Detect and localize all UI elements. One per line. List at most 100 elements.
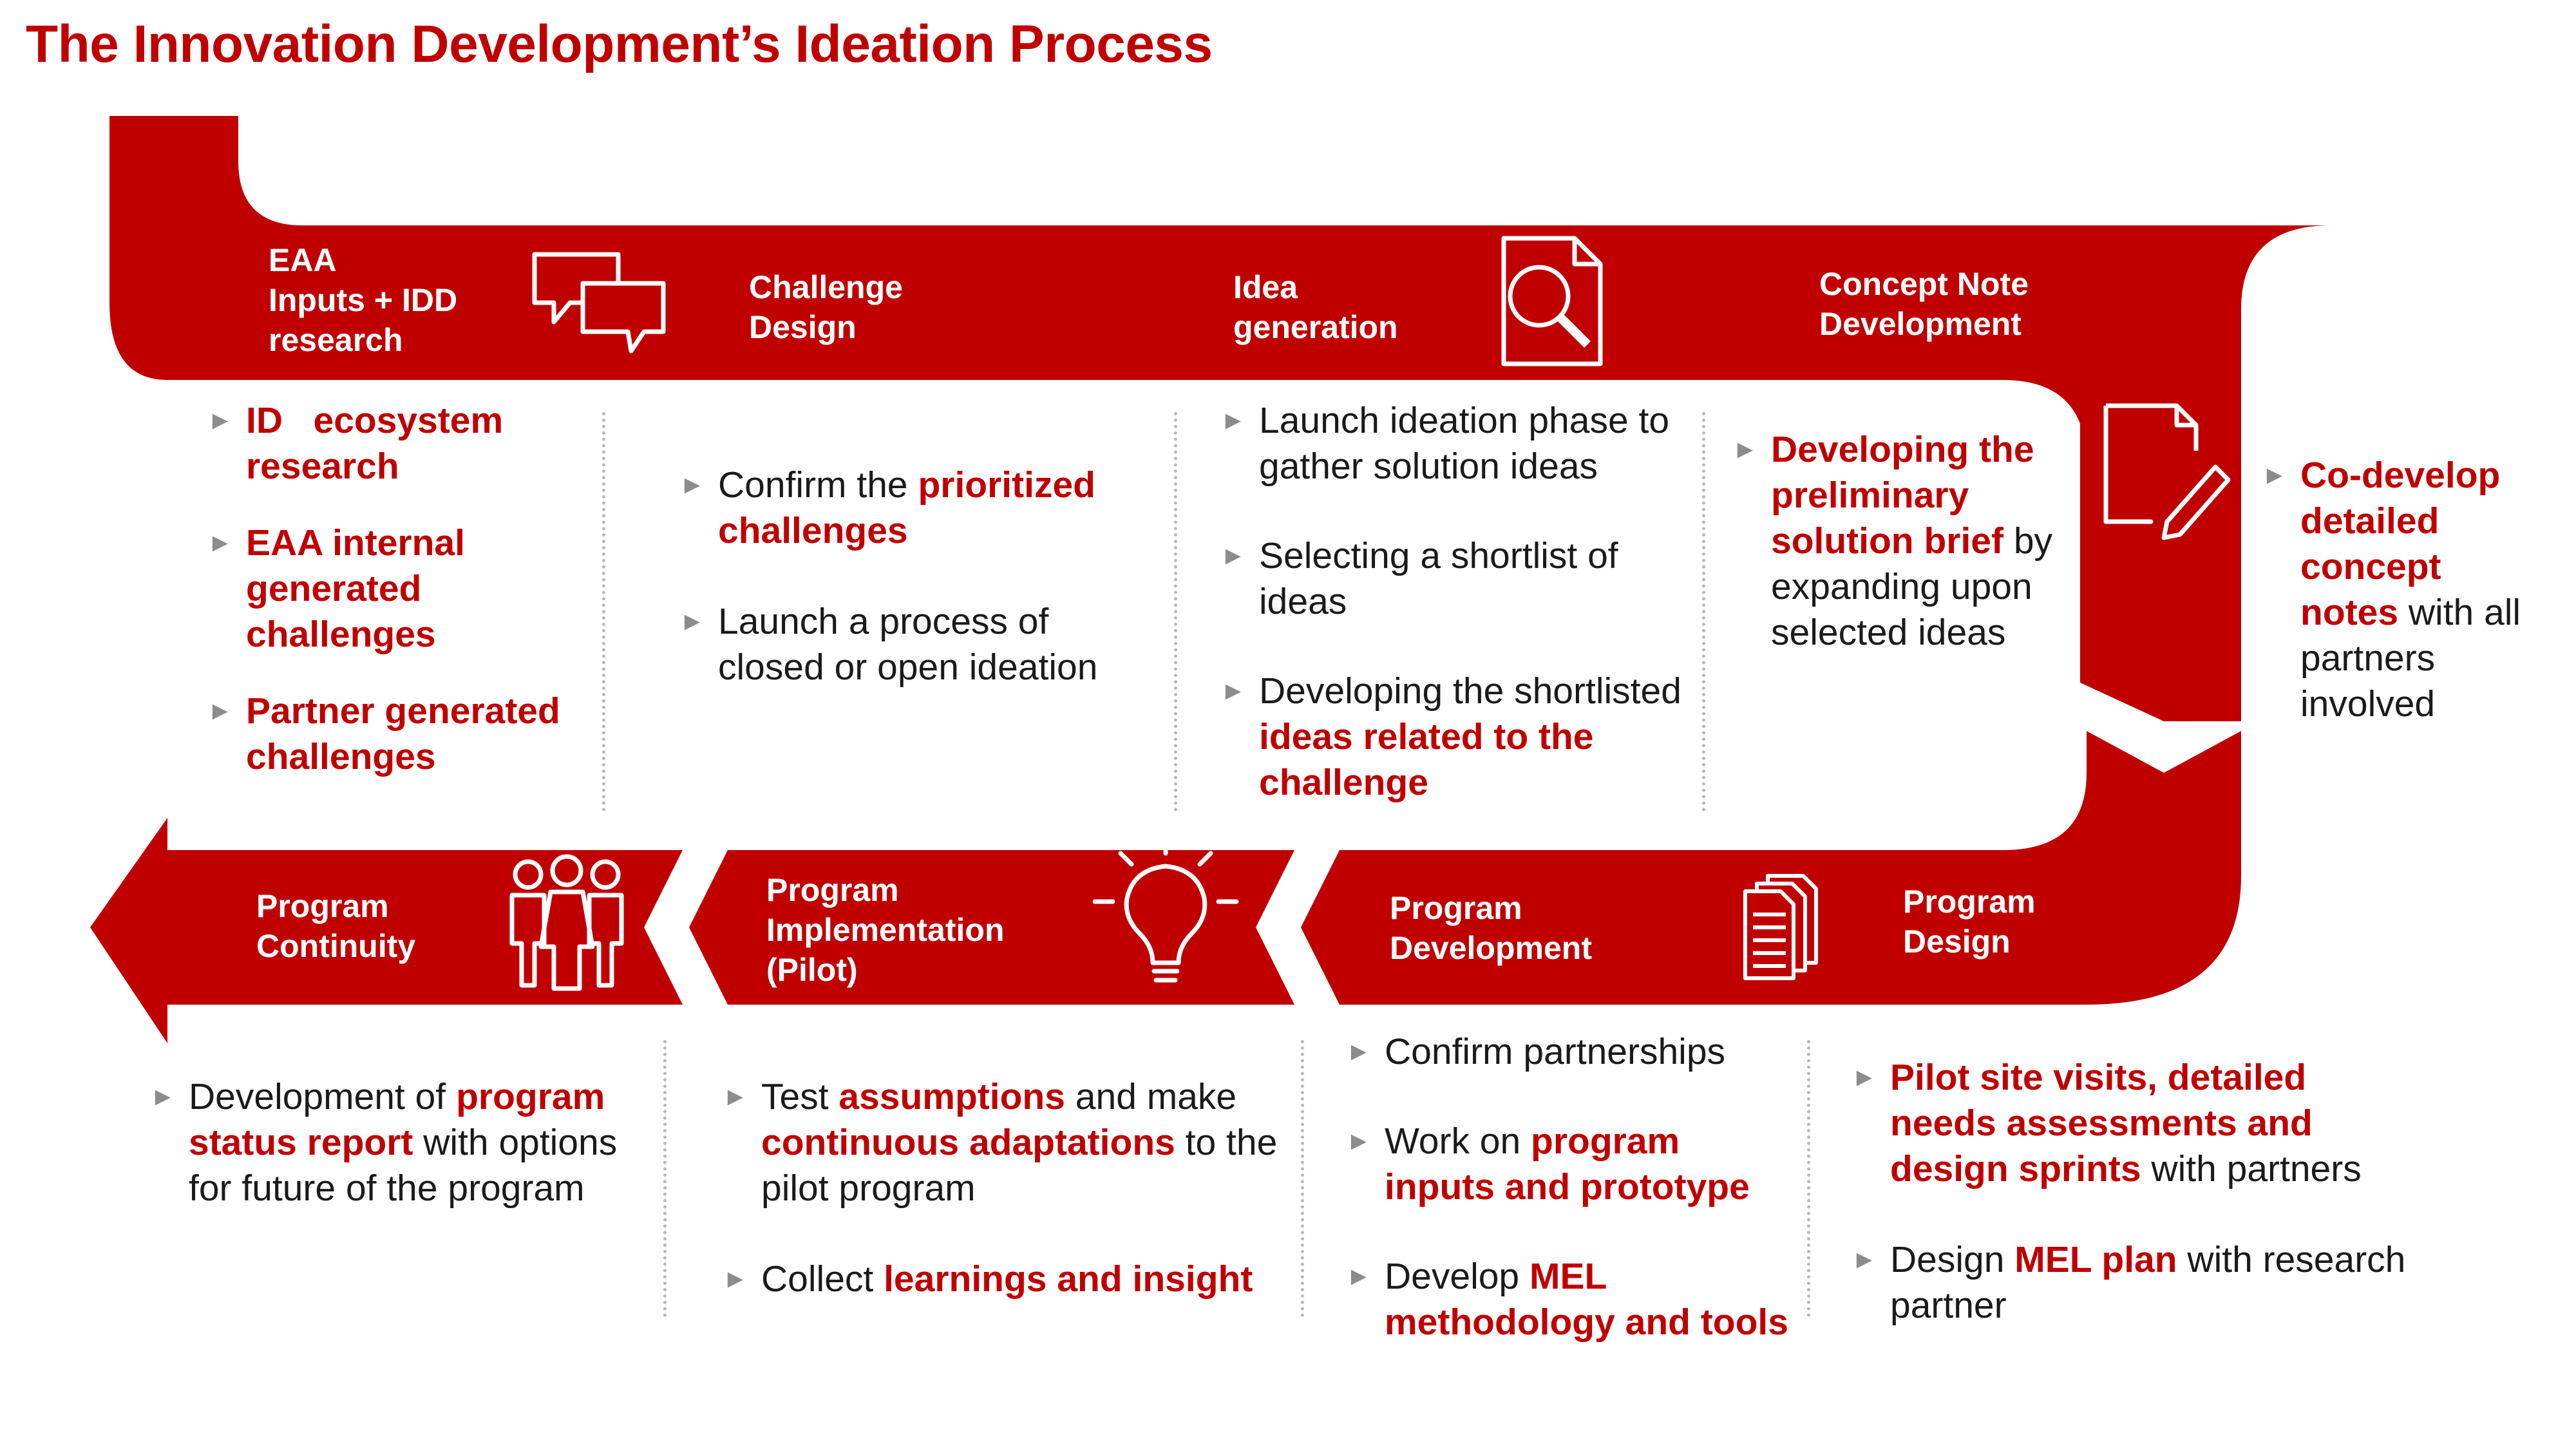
stage-label-eaa: EAA Inputs + IDD research (269, 240, 457, 360)
detail-text: Selecting a shortlist of ideas (1259, 535, 1618, 622)
stage-label-line: Program (1903, 884, 2036, 920)
detail-item: Developing the shortlisted ideas related… (1220, 668, 1697, 806)
detail-text: Test (761, 1076, 839, 1117)
details-program-implementation: Test assumptions and make continuous ada… (723, 1074, 1289, 1302)
detail-item: Launch ideation phase to gather solution… (1220, 398, 1697, 489)
detail-text: Collect (761, 1258, 884, 1300)
detail-item: Collect learnings and insight (723, 1256, 1289, 1302)
details-challenge-design: Confirm the prioritized challenges Launc… (679, 462, 1130, 690)
column-divider (1301, 1040, 1304, 1317)
stage-label-line: Program (1390, 890, 1522, 926)
detail-text: and make (1065, 1076, 1237, 1117)
document-stack-icon (1743, 874, 1818, 980)
column-divider (602, 412, 605, 811)
detail-text: Design (1890, 1239, 2015, 1280)
detail-item: ID ecosystem research (207, 398, 594, 489)
lightbulb-icon (1092, 835, 1239, 983)
detail-highlight: MEL methodology and tools (1385, 1256, 1788, 1343)
detail-text: by expanding upon selected ideas (1771, 520, 2053, 653)
detail-highlight: MEL plan (2014, 1239, 2177, 1280)
chevron-challenge-design (670, 225, 1166, 380)
details-program-continuity: Development of program status report wit… (150, 1074, 652, 1211)
stage-label-program-continuity: Program Continuity (256, 886, 415, 966)
people-group-icon (509, 854, 624, 991)
stage-label-line: (Pilot) (766, 952, 858, 988)
stage-label-line: Idea (1233, 269, 1298, 305)
stage-label-line: Development (1390, 930, 1592, 966)
stage-label-program-design: Program Design (1903, 882, 2036, 961)
stage-label-line: Development (1819, 306, 2022, 342)
stage-label-idea-generation: Idea generation (1233, 267, 1398, 347)
stage-label-program-implementation: Program Implementation (Pilot) (766, 870, 1004, 990)
stage-label-line: Challenge (749, 269, 903, 305)
detail-item: Pilot site visits, detailed needs assess… (1852, 1055, 2418, 1192)
detail-text: Work on (1385, 1121, 1531, 1162)
detail-highlight: continuous adaptations (761, 1122, 1175, 1163)
document-pencil-icon (2103, 403, 2231, 540)
details-idea-generation: Launch ideation phase to gather solution… (1220, 398, 1697, 806)
stage-label-line: Continuity (256, 928, 416, 964)
stage-label-line: research (269, 322, 403, 358)
detail-highlight: Developing the preliminary solution brie… (1771, 429, 2034, 562)
detail-highlight: program status report (189, 1076, 605, 1163)
stage-label-line: Program (256, 888, 389, 924)
detail-highlight: ID ecosystem research (246, 400, 504, 487)
chevron-concept-note (1732, 225, 1932, 380)
detail-item: Test assumptions and make continuous ada… (723, 1074, 1289, 1211)
detail-text: Development of (189, 1076, 457, 1117)
detail-text: Developing the shortlisted (1259, 670, 1681, 712)
detail-highlight: EAA internal generated challenges (246, 522, 465, 655)
detail-text: Launch ideation phase to gather solution… (1259, 400, 1670, 487)
detail-item: Work on program inputs and prototype (1346, 1119, 1797, 1210)
detail-text: Confirm partnerships (1385, 1031, 1726, 1072)
detail-highlight: learnings and insight (884, 1258, 1253, 1300)
detail-text: Develop (1385, 1256, 1530, 1297)
detail-text: with research partner (1890, 1239, 2406, 1326)
details-eaa: ID ecosystem research EAA internal gener… (207, 398, 594, 780)
column-divider (1702, 412, 1705, 811)
stage-label-line: Design (749, 309, 857, 345)
detail-item: Development of program status report wit… (150, 1074, 652, 1211)
detail-item: EAA internal generated challenges (207, 520, 594, 658)
stage-label-challenge-design: Challenge Design (749, 267, 903, 347)
stage-label-program-development: Program Development (1390, 888, 1592, 968)
stage-label-line: EAA (269, 242, 337, 278)
detail-text: Launch a process of closed or open ideat… (718, 601, 1098, 688)
detail-highlight: prioritized challenges (718, 464, 1095, 551)
detail-text: with partners (2141, 1148, 2362, 1189)
detail-highlight: program inputs and prototype (1385, 1121, 1750, 1208)
stage-label-line: Inputs + IDD (269, 282, 458, 318)
column-divider (1807, 1040, 1810, 1317)
stage-label-line: Concept Note (1819, 266, 2029, 302)
detail-item: Design MEL plan with research partner (1852, 1237, 2418, 1329)
detail-highlight: Partner generated challenges (246, 690, 560, 777)
detail-item: Selecting a shortlist of ideas (1220, 533, 1697, 625)
detail-highlight: Co-develop detailed concept notes (2300, 455, 2501, 633)
details-concept-note: Developing the preliminary solution brie… (1732, 427, 2080, 656)
diagram-title: The Innovation Development’s Ideation Pr… (26, 15, 1213, 73)
column-divider (1174, 412, 1177, 811)
detail-item: Partner generated challenges (207, 688, 594, 780)
detail-item: Co-develop detailed concept notes with a… (2262, 453, 2545, 727)
speech-bubbles-icon (532, 252, 666, 354)
detail-text: with options for future of the program (189, 1122, 618, 1209)
chevron-program-implementation (689, 850, 1294, 1005)
column-divider (663, 1040, 667, 1317)
stage-label-line: generation (1233, 309, 1398, 345)
details-program-development: Confirm partnerships Work on program inp… (1346, 1029, 1797, 1345)
detail-item: Develop MEL methodology and tools (1346, 1254, 1797, 1345)
detail-text: Confirm the (718, 464, 918, 506)
detail-highlight: ideas related to the challenge (1259, 716, 1594, 803)
detail-item: Confirm partnerships (1346, 1029, 1797, 1075)
stage-label-concept-note: Concept Note Development (1819, 264, 2029, 344)
details-co-develop: Co-develop detailed concept notes with a… (2262, 453, 2545, 727)
detail-highlight: Pilot site visits, detailed needs assess… (1890, 1057, 2313, 1189)
detail-item: Developing the preliminary solution brie… (1732, 427, 2080, 656)
stage-label-line: Program (766, 872, 899, 908)
detail-item: Confirm the prioritized challenges (679, 462, 1130, 554)
detail-text: with all partners involved (2300, 592, 2521, 724)
details-program-design: Pilot site visits, detailed needs assess… (1852, 1055, 2418, 1329)
detail-item: Launch a process of closed or open ideat… (679, 599, 1130, 690)
detail-highlight: assumptions (838, 1076, 1065, 1117)
